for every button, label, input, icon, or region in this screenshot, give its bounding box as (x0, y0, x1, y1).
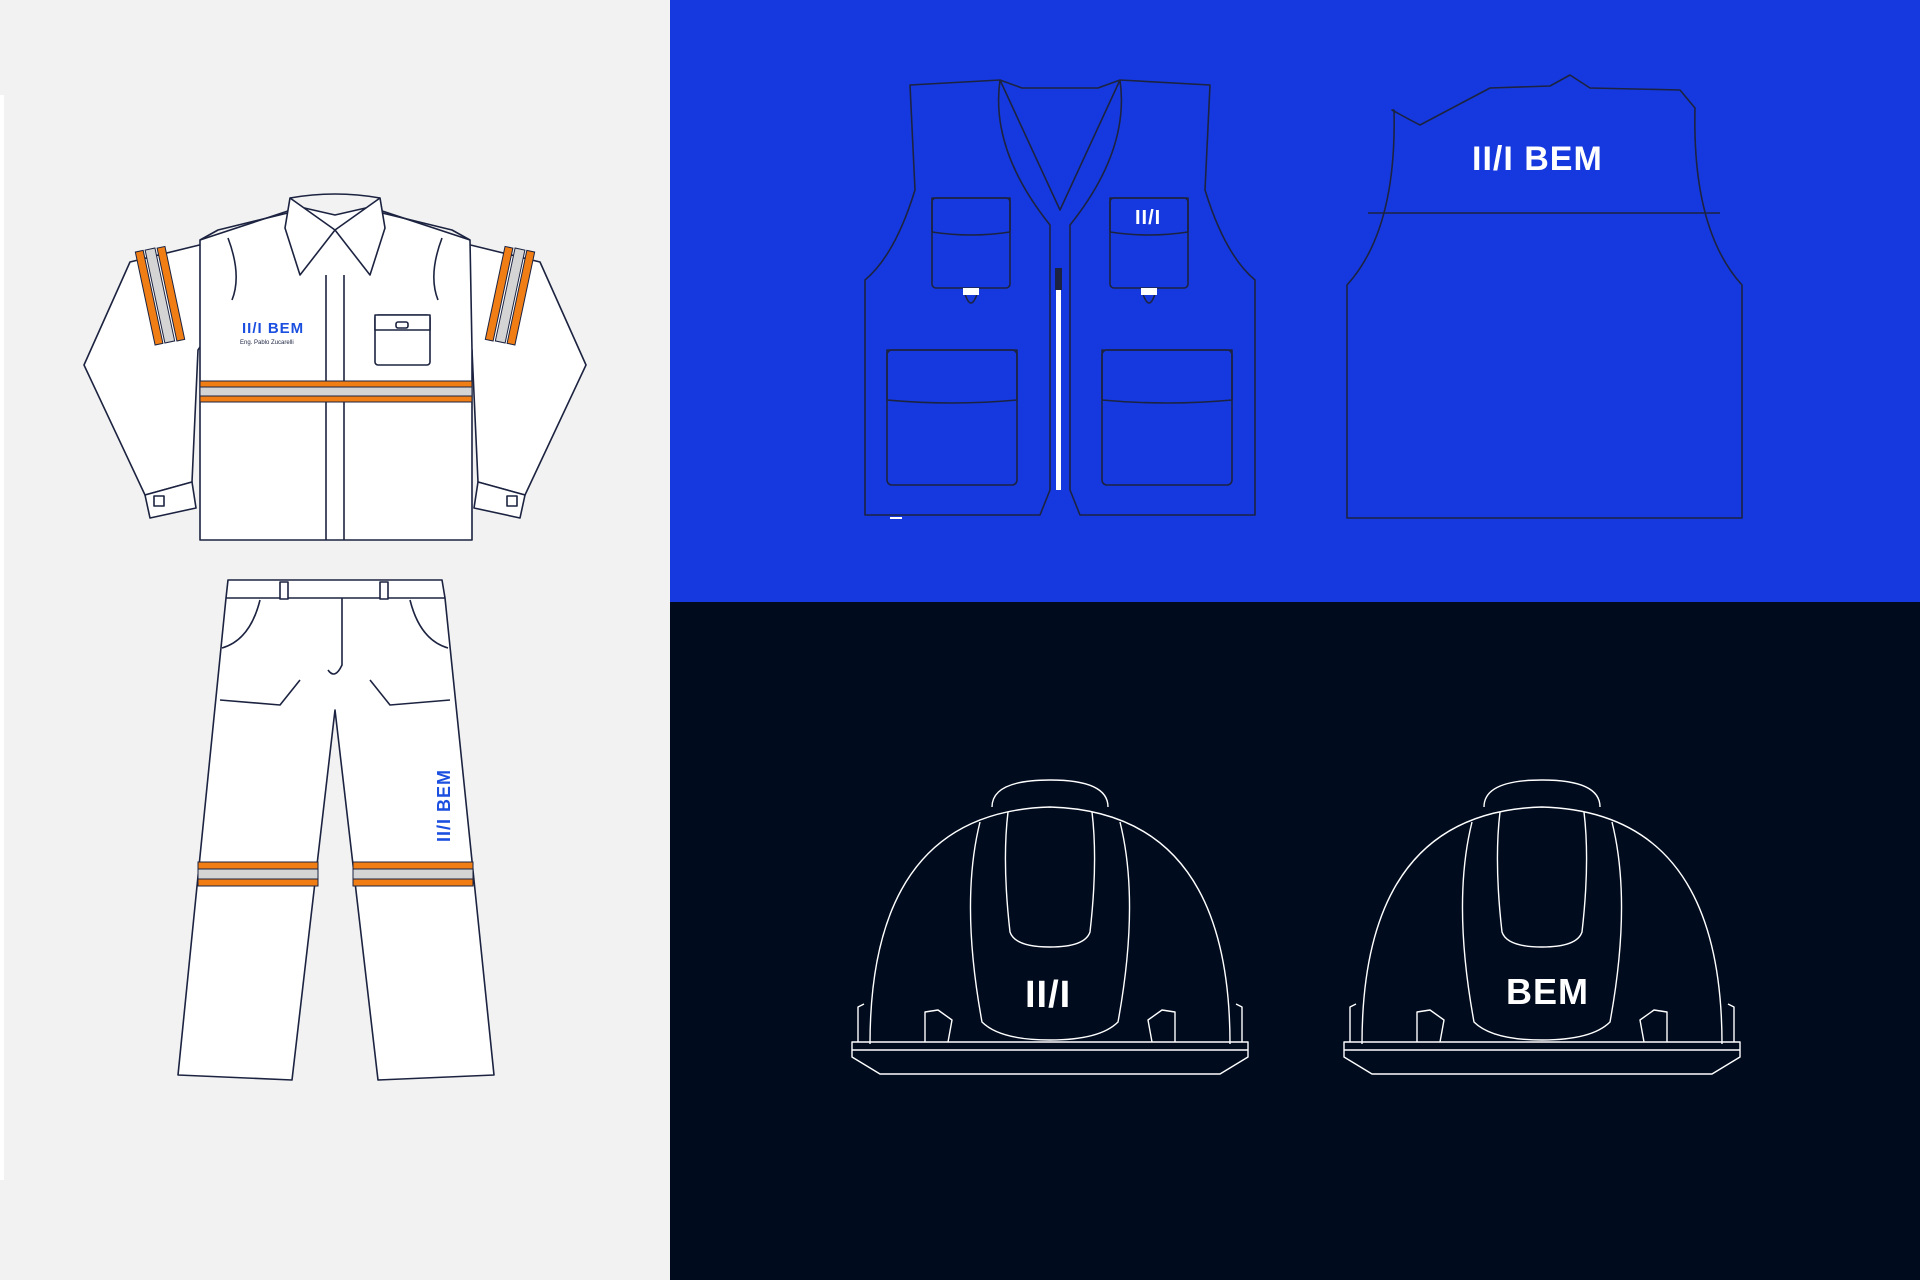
helmet-left-top-cap (991, 779, 1109, 808)
vest-back (1346, 74, 1743, 519)
vest-front-logo: II/I (1135, 207, 1161, 229)
vest-zipper-pull (1055, 268, 1062, 290)
pants-logo: II/I BEM (434, 769, 454, 842)
vest-left-tab (963, 288, 979, 295)
pants-belt-loop-2 (379, 581, 389, 600)
pants-reflective-bands (197, 861, 474, 887)
shirt-collar (284, 197, 336, 276)
shirt-left-cuff (144, 481, 197, 519)
vest-zipper (1056, 268, 1061, 490)
shirt-collar-band (289, 193, 381, 199)
shirt-right-arm-band (506, 249, 536, 346)
helmet-left-center-panel (969, 821, 1131, 1041)
shirt-logo: II/I BEM (242, 320, 304, 337)
helmet-left-logo: II/I (1025, 974, 1071, 1016)
pants-belt-loop-1 (279, 581, 289, 600)
vest-neckline (999, 79, 1121, 211)
helmet-left-side-right (1235, 1003, 1243, 1042)
pants-left-pocket (221, 599, 261, 649)
vest-right-tab (1141, 288, 1157, 295)
shirt-right-arm-band-2 (484, 245, 514, 342)
pants-outline (177, 579, 495, 1081)
helmet-left-center-rib (1004, 811, 1096, 948)
shirt-right-cuff-button (506, 495, 518, 507)
pants-right-pocket (409, 599, 449, 649)
shirt-left-cuff-button (153, 495, 165, 507)
vest-left-chest-flap (931, 197, 1011, 236)
shirt-body (199, 206, 473, 541)
helmet-left (851, 779, 1249, 1075)
helmet-right-center-panel (1461, 821, 1623, 1041)
vest-panel: II/I II/I BEM (670, 0, 1920, 602)
shirt-yoke (199, 209, 471, 241)
vest-right-pen-loop (1142, 293, 1156, 304)
vest-hem-mark (890, 517, 902, 519)
shirt-chest-band-orange-top (199, 380, 473, 388)
pants-left-band-orange-top (197, 861, 319, 870)
pants-right-band-orange-bottom (352, 878, 474, 887)
shirt-chest-band-silver (199, 386, 473, 397)
vest-front (864, 79, 1256, 516)
helmet-right (1343, 779, 1741, 1075)
shirt-left-arm-band (134, 249, 164, 346)
pants-right-back-pocket (369, 679, 451, 706)
shirt-right-cuff (473, 481, 526, 519)
panel-edge-strip (0, 95, 4, 1180)
helmet-right-dome (1361, 806, 1723, 1045)
pants-right-band-silver (352, 868, 474, 880)
vest-front-collar (999, 79, 1121, 89)
uniform-panel: II/I BEM Eng. Pablo Zucarelli II/I BEM (0, 0, 670, 1280)
vest-right-lower-flap (1101, 349, 1233, 404)
vest-left-lower-flap (886, 349, 1018, 404)
helmet-right-center-rib (1496, 811, 1588, 948)
helmet-panel-background (670, 602, 1920, 1280)
uniform-illustration: II/I BEM Eng. Pablo Zucarelli II/I BEM (0, 0, 670, 1280)
work-pants (177, 579, 495, 1081)
shirt-right-arm-band-silver (494, 247, 526, 344)
shirt-chest-band-orange-bottom (199, 395, 473, 403)
shirt-right-shoulder-seam (433, 237, 443, 301)
vest-front-right (1069, 79, 1256, 516)
shirt-reflective-bands (134, 245, 536, 403)
shirt-left-arm-band-2 (156, 245, 186, 342)
work-shirt (83, 193, 587, 541)
vest-illustration: II/I II/I BEM (670, 0, 1920, 602)
helmet-left-dome (869, 806, 1231, 1045)
vest-front-left (864, 79, 1051, 516)
helmet-right-clip-right (1639, 1009, 1668, 1043)
helmet-left-side-left (857, 1003, 865, 1042)
pants-left-band-silver (197, 868, 319, 880)
helmet-left-clip-left (924, 1009, 953, 1043)
helmet-left-clip-right (1147, 1009, 1176, 1043)
helmet-right-brim (1343, 1041, 1741, 1075)
vest-back-logo: II/I BEM (1472, 140, 1603, 178)
shirt-collar-right (334, 197, 386, 276)
pants-left-back-pocket (219, 679, 301, 706)
helmet-left-brim (851, 1041, 1249, 1075)
helmet-right-side-left (1349, 1003, 1357, 1042)
vest-back-outline (1346, 74, 1743, 519)
vest-right-chest-flap (1109, 197, 1189, 236)
pants-right-band-orange-top (352, 861, 474, 870)
shirt-pocket-button (395, 321, 409, 329)
shirt-name-label: Eng. Pablo Zucarelli (240, 340, 294, 346)
pants-left-band-orange-bottom (197, 878, 319, 887)
helmet-right-top-cap (1483, 779, 1601, 808)
helmet-right-clip-left (1416, 1009, 1445, 1043)
shirt-left-arm-band-silver (144, 247, 176, 344)
helmet-panel: II/I BEM (670, 602, 1920, 1280)
pants-fly (327, 598, 343, 675)
shirt-left-shoulder-seam (227, 237, 237, 301)
helmet-right-logo: BEM (1506, 971, 1589, 1012)
vest-left-pen-loop (964, 293, 978, 304)
helmet-right-side-right (1727, 1003, 1735, 1042)
helmet-illustration: II/I BEM (670, 602, 1920, 1280)
vest-panel-background (670, 0, 1920, 602)
